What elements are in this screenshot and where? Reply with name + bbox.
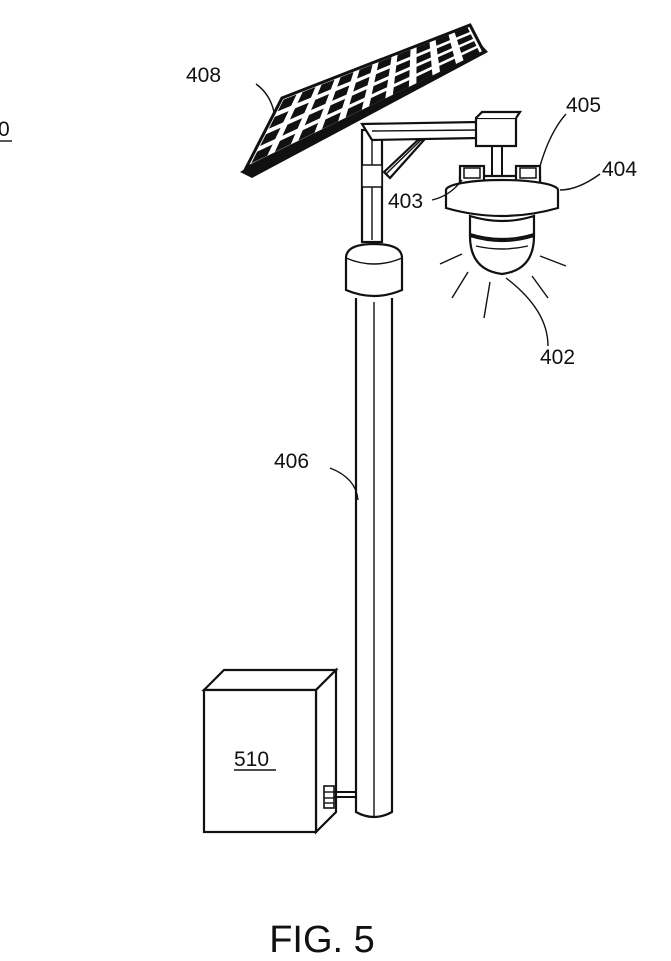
label-405: 405 (566, 94, 601, 117)
lamp-housing (446, 190, 558, 216)
pole-collar (346, 244, 402, 296)
label-403: 403 (388, 190, 423, 213)
figure-number-fragment: 0 (0, 118, 12, 141)
label-408: 408 (186, 64, 221, 87)
label-404: 404 (602, 158, 637, 181)
lamp-head (440, 166, 566, 318)
junction-box (204, 670, 356, 832)
svg-text:0: 0 (0, 118, 10, 141)
label-402: 402 (540, 346, 575, 369)
pole (346, 244, 402, 817)
figure-caption: FIG. 5 (269, 919, 375, 961)
label-510: 510 (234, 748, 269, 771)
lamp-dome (470, 236, 534, 274)
label-406: 406 (274, 450, 309, 473)
